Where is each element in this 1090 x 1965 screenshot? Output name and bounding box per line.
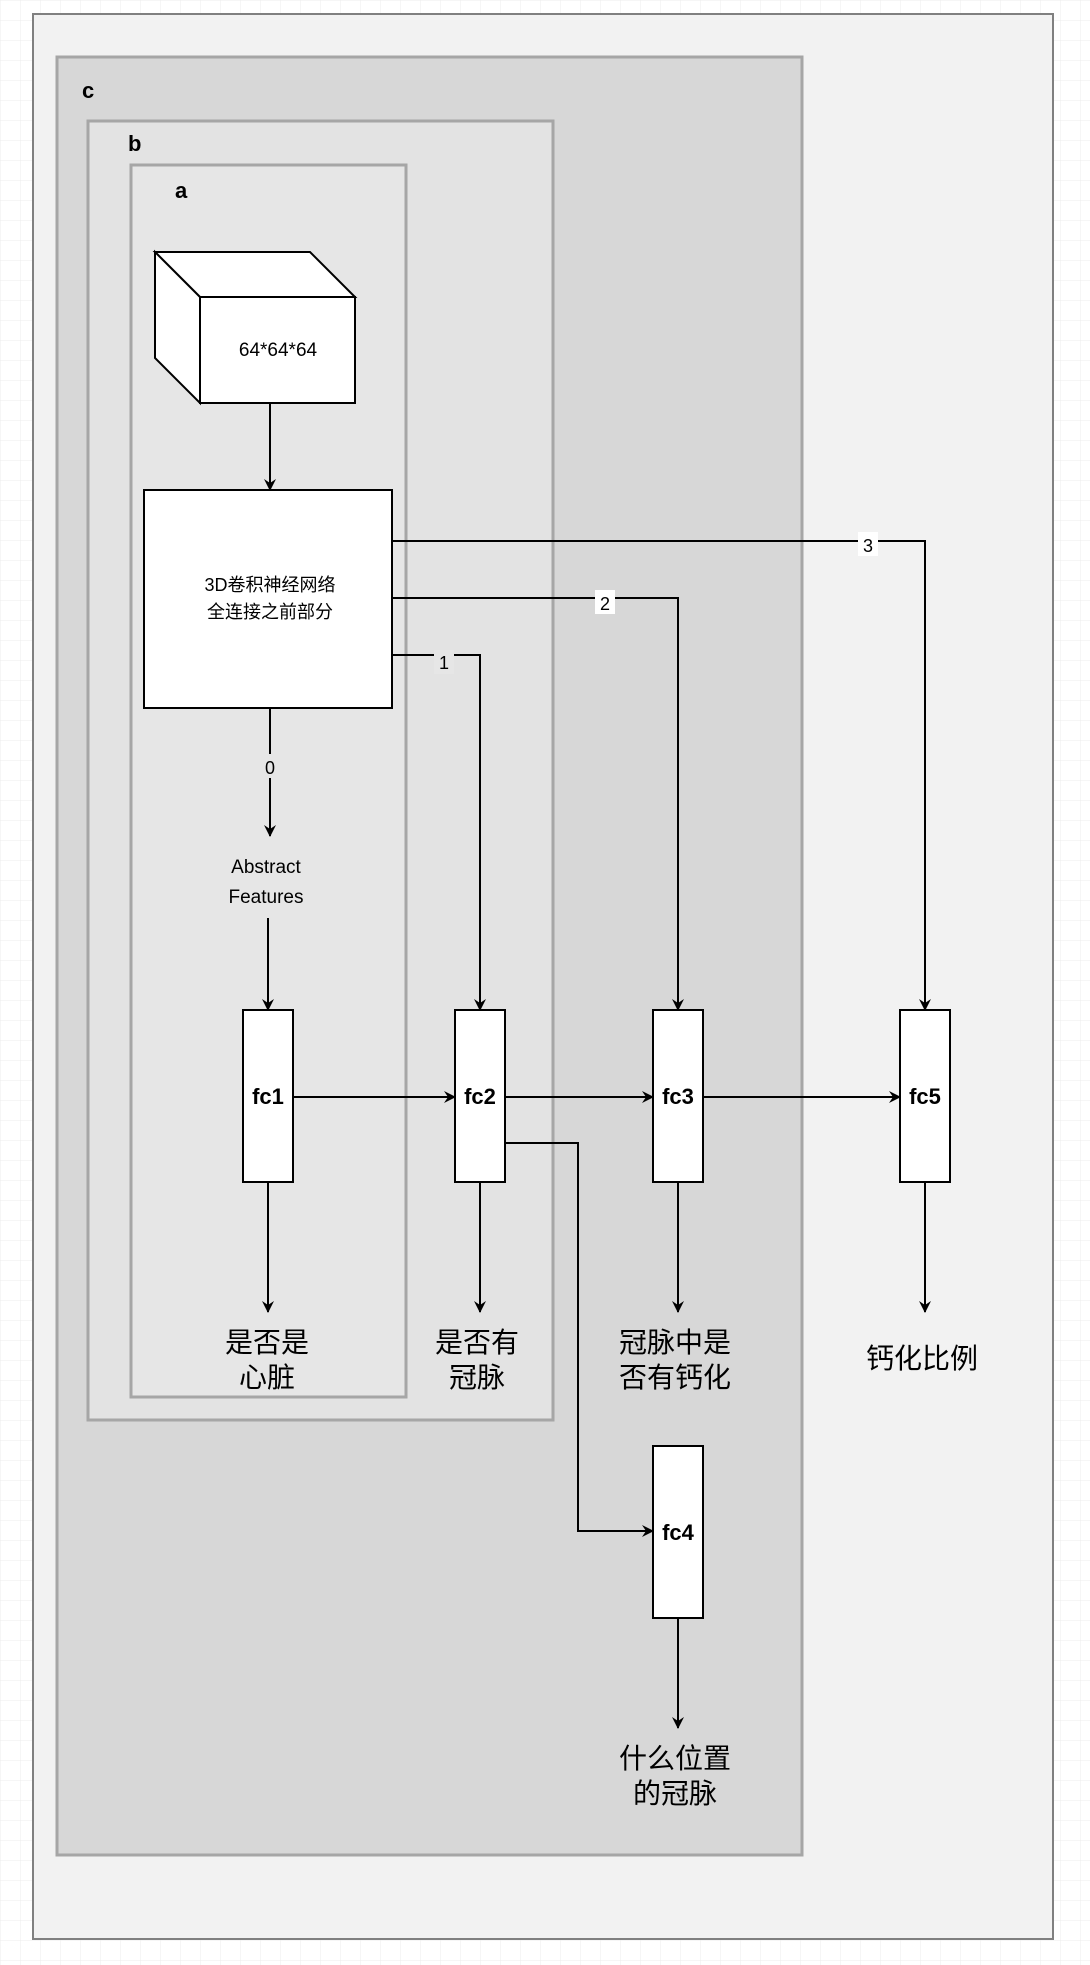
input-cube: 64*64*64 — [152, 249, 358, 406]
container-b-label: b — [128, 131, 141, 156]
output-has-coronary-line1: 是否有 — [435, 1327, 519, 1358]
input-cube-label: 64*64*64 — [239, 340, 318, 361]
fc5-label: fc5 — [909, 1084, 941, 1109]
fc2-label: fc2 — [464, 1084, 496, 1109]
output-has-coronary-line2: 冠脉 — [449, 1362, 505, 1393]
fc3-label: fc3 — [662, 1084, 694, 1109]
cnn-block-line2: 全连接之前部分 — [207, 602, 333, 622]
output-calcification-ratio: 钙化比例 — [866, 1343, 978, 1374]
abstract-features-line2: Features — [229, 887, 304, 908]
edge-3-label: 3 — [863, 536, 873, 556]
edge-3 — [392, 540, 931, 1011]
cnn-block — [143, 489, 393, 709]
edge-1-label-bg — [434, 650, 454, 674]
edge-1 — [392, 654, 486, 1011]
output-is-heart-line2: 心脏 — [239, 1362, 295, 1393]
container-a-label: a — [175, 178, 188, 203]
fc1-label: fc1 — [252, 1084, 284, 1109]
cnn-block-line1: 3D卷积神经网络 — [204, 575, 335, 595]
edge-1-label: 1 — [439, 653, 449, 673]
edge-2 — [392, 597, 684, 1011]
edge-0-label-bg — [260, 754, 280, 778]
edge-0-label: 0 — [265, 758, 275, 778]
container-c-label: c — [82, 78, 94, 103]
edge-3-label-bg — [858, 532, 878, 556]
output-coronary-location-line2: 的冠脉 — [633, 1778, 717, 1809]
edge-2-label: 2 — [600, 594, 610, 614]
fc4-label: fc4 — [662, 1520, 695, 1545]
fc3-block — [652, 1009, 704, 1183]
output-coronary-location-line1: 什么位置 — [619, 1743, 731, 1774]
abstract-features-line1: Abstract — [231, 857, 301, 878]
output-is-heart-line1: 是否是 — [225, 1327, 309, 1358]
edge-2-label-bg — [595, 590, 615, 614]
output-calcification-line2: 否有钙化 — [619, 1362, 731, 1393]
output-calcification-line1: 冠脉中是 — [619, 1327, 731, 1358]
arrow-fc2-to-fc4 — [505, 1142, 654, 1537]
